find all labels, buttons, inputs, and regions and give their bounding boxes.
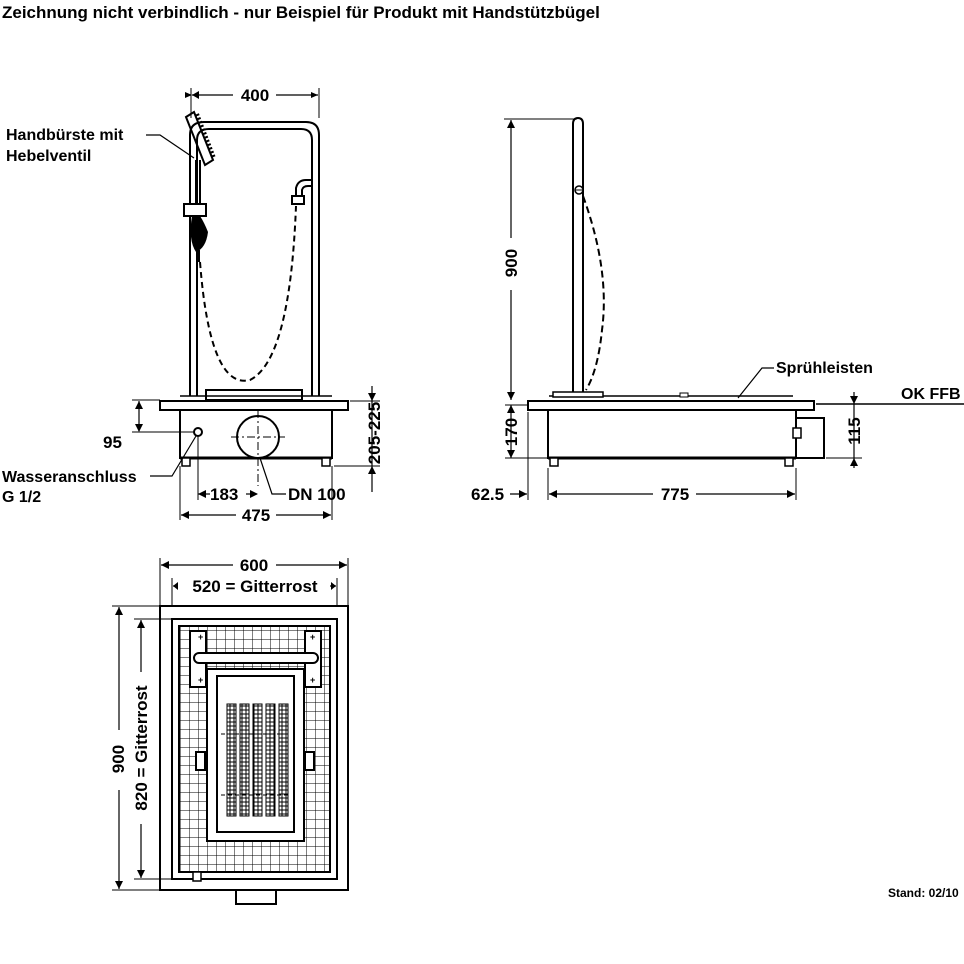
dim-900-side: 900 xyxy=(502,249,521,277)
hose-holder-icon xyxy=(574,185,584,195)
label-spray-bars: Sprühleisten xyxy=(776,360,873,377)
dim-775: 775 xyxy=(661,485,689,504)
label-water-connection-1: Wasseranschluss xyxy=(2,469,137,486)
dim-170: 170 xyxy=(502,418,521,446)
brush-rows xyxy=(221,703,290,817)
label-ok-ffb: OK FFB xyxy=(901,386,961,403)
svg-text:+: + xyxy=(310,675,315,685)
svg-text:+: + xyxy=(198,675,203,685)
handle-bar-icon: + + + + xyxy=(189,630,322,688)
svg-text:+: + xyxy=(310,632,315,642)
dim-62-5: 62.5 xyxy=(471,485,504,504)
water-inlet-icon xyxy=(193,427,203,437)
dim-95: 95 xyxy=(103,433,122,452)
label-water-connection-2: G 1/2 xyxy=(2,489,41,506)
svg-text:+: + xyxy=(198,632,203,642)
hand-brush-icon xyxy=(183,110,216,262)
dim-183: 183 xyxy=(210,485,238,504)
label-hand-brush-2: Hebelventil xyxy=(6,148,91,165)
dim-400: 400 xyxy=(241,86,269,105)
front-view: 400 xyxy=(2,86,384,525)
page-title: Zeichnung nicht verbindlich - nur Beispi… xyxy=(2,3,600,22)
side-view: 900 Sprühleisten OK FFB 115 xyxy=(471,116,964,504)
stand-date: Stand: 02/10 xyxy=(888,886,959,900)
label-hand-brush-1: Handbürste mit xyxy=(6,127,124,144)
dim-900-top: 900 xyxy=(109,745,128,773)
dim-205-225: 205-225 xyxy=(365,402,384,464)
dim-820-grate: 820 = Gitterrost xyxy=(132,685,151,811)
dim-520-grate: 520 = Gitterrost xyxy=(192,577,318,596)
tap-connector-icon xyxy=(291,179,312,205)
dim-115: 115 xyxy=(845,417,864,444)
dim-dn100: DN 100 xyxy=(288,485,346,504)
dim-475: 475 xyxy=(242,506,270,525)
top-view: 600 520 = Gitterrost xyxy=(109,556,349,905)
dim-600: 600 xyxy=(240,556,268,575)
